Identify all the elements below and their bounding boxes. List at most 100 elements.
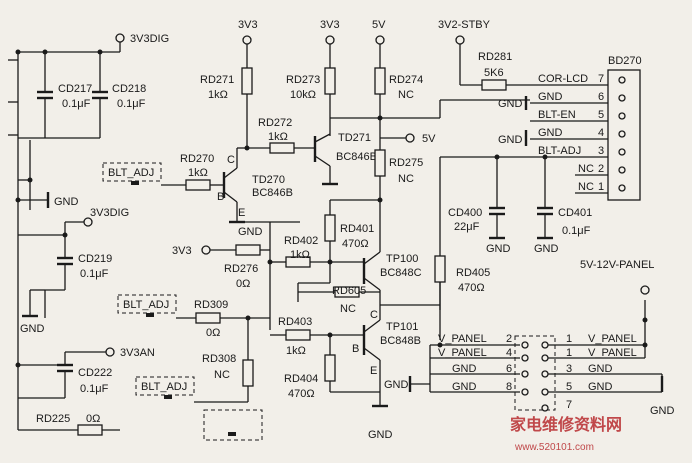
- v3v3dig-mid-label: 3V3DIG: [90, 207, 129, 219]
- cd218-ref: CD218: [112, 83, 146, 95]
- rd605-ref: RD605: [332, 285, 366, 297]
- tp101-type: BC848B: [380, 335, 421, 347]
- tp100-ref: TP100: [386, 253, 418, 265]
- td271-transistor: TD271 BC846B: [313, 117, 380, 186]
- td270-type: BC846B: [252, 187, 293, 199]
- rd402-val: 1kΩ: [290, 249, 310, 261]
- rd281-val: 5K6: [484, 67, 504, 79]
- rd270-resistor: RD270 1kΩ: [161, 153, 222, 191]
- rd272-val: 1kΩ: [268, 131, 288, 143]
- bd270-pin1-num: 1: [598, 181, 604, 193]
- bd270-ref: BD270: [608, 55, 642, 67]
- rd275-val: NC: [398, 173, 414, 185]
- rd281-ref: RD281: [478, 51, 512, 63]
- cd401-val: 0.1μF: [562, 225, 591, 237]
- rd605-resistor: RD605 NC: [297, 262, 380, 315]
- rd281-resistor: 3V2-STBY RD281 5K6: [438, 19, 530, 91]
- bd270-pin2-num: 2: [598, 163, 604, 175]
- cd400-capacitor: CD400 22μF GND: [439, 154, 530, 310]
- panel-right-2-label: V_PANEL: [588, 347, 637, 359]
- rd403-ref: RD403: [278, 316, 312, 328]
- v3v3dig-top-label: 3V3DIG: [130, 33, 169, 45]
- panel-right-5-num: 7: [566, 399, 572, 411]
- rd403-val: 1kΩ: [286, 345, 306, 357]
- rd274-resistor: 5V RD274 NC: [372, 19, 530, 121]
- gnd-tp101: GND: [368, 429, 393, 441]
- gnd-bd270-2: GND: [498, 134, 523, 146]
- rd308-ref: RD308: [202, 353, 236, 365]
- bd270-pin6-num: 6: [598, 91, 604, 103]
- gnd-cd400: GND: [486, 243, 511, 255]
- bd270-connector: BD270 COR-LCD GND BLT-EN GND BLT-ADJ NC …: [498, 55, 642, 201]
- gnd-panel-right: GND: [650, 405, 675, 417]
- panel-left-3-label: GND: [452, 363, 477, 375]
- rd272-resistor: RD272 1kΩ: [244, 117, 313, 154]
- rd405-resistor: RD405 470Ω: [380, 255, 490, 310]
- gnd-cd401: GND: [534, 243, 559, 255]
- td270-pin-c: C: [227, 154, 235, 166]
- cd400-val: 22μF: [454, 221, 480, 233]
- panel-left-1-num: 2: [506, 333, 512, 345]
- bd270-pin7-num: 7: [598, 73, 604, 85]
- rd308-val: NC: [214, 369, 230, 381]
- blt-adj-net-label-1: BLT_ADJ: [102, 162, 162, 185]
- tp100-type: BC848C: [380, 267, 422, 279]
- bd270-pin3-num: 3: [598, 145, 604, 157]
- rd270-val: 1kΩ: [188, 167, 208, 179]
- tp101-pin-b: B: [352, 343, 359, 355]
- rd276-resistor: 3V3 RD276 0Ω: [172, 221, 300, 330]
- bd270-pin4-label: GND: [538, 127, 563, 139]
- rd270-ref: RD270: [180, 153, 214, 165]
- rd225-val: 0Ω: [86, 413, 100, 425]
- panel-supply-label: 5V-12V-PANEL: [580, 259, 654, 271]
- blt-adj-net-label-2: BLT_ADJ: [117, 294, 177, 317]
- rd271-resistor: 3V3 RD271 1kΩ: [200, 19, 258, 149]
- cd218-val: 0.1μF: [117, 98, 146, 110]
- bd270-pin1-label: NC: [578, 181, 594, 193]
- blt-adj-text-1: BLT_ADJ: [108, 167, 154, 179]
- stby-label: 3V2-STBY: [438, 19, 491, 31]
- bd270-pin6-label: GND: [538, 91, 563, 103]
- rd276-val: 0Ω: [236, 278, 250, 290]
- cd217-capacitor: CD217 0.1μF: [18, 49, 100, 139]
- cd217-ref: CD217: [58, 83, 92, 95]
- gnd-panel-left: GND: [384, 379, 409, 391]
- rd271-val: 1kΩ: [208, 89, 228, 101]
- gnd-bd270-1: GND: [498, 98, 523, 110]
- bd270-pin3-label: BLT-ADJ: [538, 145, 581, 157]
- td270-pin-b: B: [217, 191, 224, 203]
- bd270-pin2-label: NC: [578, 163, 594, 175]
- cd218-capacitor: CD218 0.1μF: [92, 49, 146, 138]
- rd405-ref: RD405: [456, 267, 490, 279]
- panel-right-1-num: 1: [566, 333, 572, 345]
- unnamed-dashed-box: [203, 409, 263, 441]
- tp101-transistor: C B E TP101 BC848B GND: [352, 305, 421, 441]
- panel-left-2-label: V_PANEL: [438, 347, 487, 359]
- td271-ref: TD271: [338, 132, 371, 144]
- rd405-val: 470Ω: [458, 282, 485, 294]
- rd402-resistor: RD402 1kΩ: [267, 235, 362, 268]
- gnd-td270: GND: [238, 226, 263, 238]
- bd270-pin5-num: 5: [598, 109, 604, 121]
- rd273-val: 10kΩ: [290, 89, 316, 101]
- v3v3-mid-label: 3V3: [172, 245, 192, 257]
- rd401-resistor: RD401 470Ω: [324, 197, 383, 262]
- rd401-val: 470Ω: [342, 238, 369, 250]
- rd605-val: NC: [340, 303, 356, 315]
- panel-right-3-label: GND: [588, 363, 613, 375]
- rd271-ref: RD271: [200, 74, 234, 86]
- cd401-ref: CD401: [558, 207, 592, 219]
- panel-left-4-num: 8: [506, 381, 512, 393]
- panel-left-4-label: GND: [452, 381, 477, 393]
- td270-transistor: C B E TD270 BC846B GND: [217, 148, 293, 238]
- v5-top-label: 5V: [372, 19, 386, 31]
- rd273-resistor: 3V3 RD273 10kΩ: [286, 19, 340, 136]
- td271-type: BC846B: [336, 151, 377, 163]
- blt-adj-text-2: BLT_ADJ: [123, 299, 169, 311]
- tp101-pin-e: E: [370, 365, 377, 377]
- rd404-resistor: RD404 470Ω: [284, 335, 380, 400]
- td270-ref: TD270: [252, 174, 285, 186]
- rd274-val: NC: [398, 89, 414, 101]
- cd219-ref: CD219: [78, 253, 112, 265]
